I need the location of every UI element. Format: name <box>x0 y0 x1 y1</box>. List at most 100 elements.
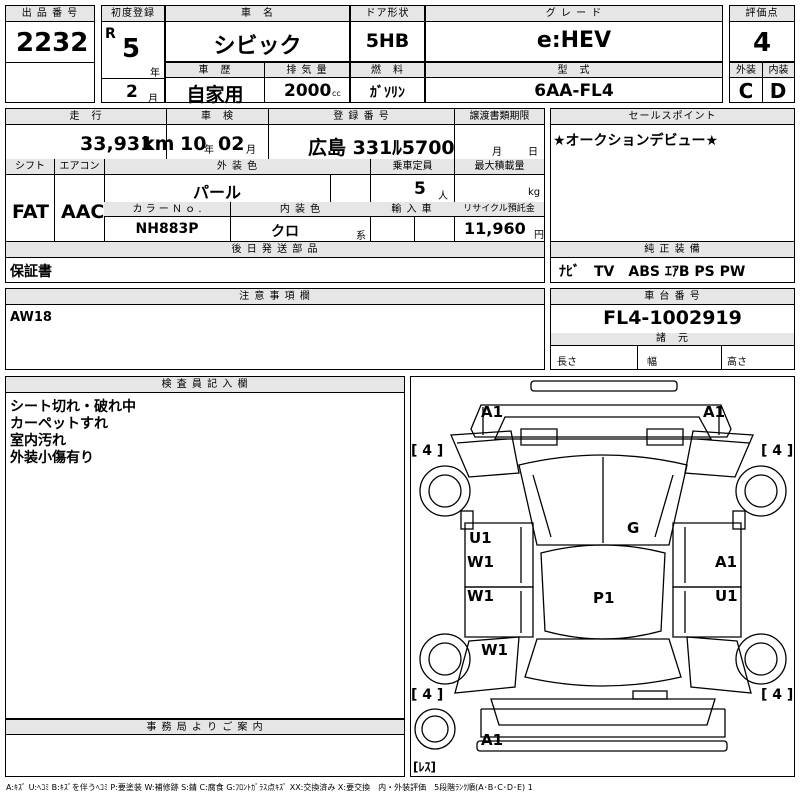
lot-number: 2232 <box>16 28 89 58</box>
fuel-box: 燃 料 ｶﾞｿﾘﾝ <box>350 62 425 103</box>
shift: FAT <box>12 201 49 223</box>
score-label: 評価点 <box>730 6 794 22</box>
notes-text: AW18 <box>10 310 52 325</box>
door-label: ドア形状 <box>351 6 424 22</box>
length-label: 長さ <box>557 357 577 368</box>
ac-label: エアコン <box>54 159 104 175</box>
door-type: 5HB <box>365 30 410 52</box>
first-registration-box: 初度登録 R 5 年 2 月 <box>101 5 165 105</box>
interior-label: 内装 <box>762 63 794 78</box>
mark-glass: G <box>627 519 639 537</box>
car-diagram-box: A1 A1 [ 4 ] [ 4 ] U1 W1 G A1 W1 P1 U1 W1… <box>410 376 795 777</box>
exterior-interior-box: 外装 内装 C D <box>729 62 795 103</box>
cc-unit: cc <box>332 89 341 98</box>
mark-rear: A1 <box>481 731 503 749</box>
transfer-day-unit: 日 <box>528 147 538 158</box>
mileage: 33,931 <box>80 133 154 155</box>
exterior-color: パール <box>192 183 241 202</box>
interior-color: クロ <box>271 224 299 240</box>
lot-number-box: 出 品 番 号 2232 <box>5 5 95 103</box>
air-conditioner: AAC <box>61 201 105 223</box>
inspector-line-4: 外装小傷有り <box>10 450 94 466</box>
interior-grade: D <box>769 79 787 103</box>
plate-number: 広島 331ﾙ5700 <box>308 137 455 159</box>
shift-label: シフト <box>6 159 54 175</box>
score: 4 <box>752 28 772 58</box>
lot-number-label: 出 品 番 号 <box>6 6 94 22</box>
car-name-label: 車 名 <box>166 6 349 22</box>
transfer-month-unit: 月 <box>492 147 502 158</box>
equipment-label: 純 正 装 備 <box>551 242 794 258</box>
notes-box: 注 意 事 項 欄 AW18 <box>5 288 545 370</box>
car-name: シビック <box>213 34 302 59</box>
inspection-year: 10 <box>180 133 207 155</box>
car-name-box: 車 名 シビック <box>165 5 350 62</box>
color-label: 外 装 色 <box>104 159 370 175</box>
mark-front-right: A1 <box>703 403 725 421</box>
width-label: 幅 <box>647 357 657 368</box>
mark-door-r2: U1 <box>715 587 738 605</box>
max-load-unit: kg <box>528 187 541 198</box>
chassis-box: 車 台 番 号 FL4-1002919 諸 元 長さ 幅 高さ <box>550 288 795 370</box>
model: 6AA-FL4 <box>534 81 614 101</box>
sales-point-box: セールスポイント ★オークションデビュー★ <box>550 108 795 242</box>
vehicle-info-box: 走 行 車 検 登 録 番 号 譲渡書類期限 33,931 km 10 年 02… <box>5 108 545 242</box>
fuel: ｶﾞｿﾘﾝ <box>370 85 405 101</box>
mark-door-r1: A1 <box>715 553 737 571</box>
chassis-number: FL4-1002919 <box>603 307 742 329</box>
mark-door-l1: U1 <box>469 529 492 547</box>
history-label: 車 歴 <box>166 63 264 78</box>
mileage-unit: km <box>142 133 175 155</box>
equipment-text: ﾅﾋﾞ TV ABS ｴｱB PS PW <box>559 264 746 280</box>
interior-color-label: 内 装 色 <box>230 202 370 217</box>
grade-label: グ レ ー ド <box>426 6 722 22</box>
recycle-unit: 円 <box>534 230 544 241</box>
mark-roof: P1 <box>593 589 614 607</box>
grade-box: グ レ ー ド e:HEV <box>425 5 723 62</box>
transfer-label: 譲渡書類期限 <box>454 109 544 125</box>
inspector-label: 検 査 員 記 入 欄 <box>6 377 404 393</box>
notes-label: 注 意 事 項 欄 <box>6 289 544 305</box>
mark-tire-rr: [ 4 ] <box>761 687 793 703</box>
inspector-box: 検 査 員 記 入 欄 シート切れ・破れ中 カーペットすれ 室内汚れ 外装小傷有… <box>5 376 405 719</box>
exterior-grade: C <box>738 79 754 103</box>
first-reg-month: 2 <box>126 82 138 102</box>
inspection-year-unit: 年 <box>204 145 214 156</box>
inspection-label: 車 検 <box>166 109 268 125</box>
legend: A:ｷｽﾞ U:ﾍｺﾐ B:ｷｽﾞを伴うﾍｺﾐ P:要塗装 W:補修跡 S:錆 … <box>6 783 533 792</box>
score-box: 評価点 4 <box>729 5 795 62</box>
mark-front-left: A1 <box>481 403 503 421</box>
plate-label: 登 録 番 号 <box>268 109 454 125</box>
history: 自家用 <box>186 84 244 106</box>
capacity: 5 <box>414 179 426 199</box>
color-number: NH883P <box>135 221 199 237</box>
max-load-label: 最大積載量 <box>454 159 544 175</box>
office-box: 事 務 局 よ り ご 案 内 <box>5 719 405 777</box>
inspection-month-unit: 月 <box>246 145 256 156</box>
mark-spare: [ﾚｽ] <box>413 760 436 774</box>
car-diagram: A1 A1 [ 4 ] [ 4 ] U1 W1 G A1 W1 P1 U1 W1… <box>411 380 793 774</box>
exterior-label: 外装 <box>730 63 762 78</box>
model-box: 型 式 6AA-FL4 <box>425 62 723 103</box>
color-no-label: カ ラ ー Ｎ ｏ . <box>104 202 230 217</box>
model-label: 型 式 <box>426 63 722 78</box>
sales-point-label: セールスポイント <box>551 109 794 125</box>
later-parts-label: 後 日 発 送 部 品 <box>6 242 544 258</box>
capacity-label: 乗車定員 <box>370 159 454 175</box>
mark-tire-fr: [ 4 ] <box>761 443 793 459</box>
height-label: 高さ <box>727 357 747 368</box>
later-parts-text: 保証書 <box>10 264 52 280</box>
displacement: 2000 <box>284 81 332 101</box>
history-box: 車 歴 排 気 量 自家用 2000 cc <box>165 62 350 106</box>
inspector-line-3: 室内汚れ <box>10 433 66 449</box>
mark-door-l2: W1 <box>467 553 494 571</box>
import-label: 輸 入 車 <box>370 202 454 217</box>
equipment-box: 純 正 装 備 ﾅﾋﾞ TV ABS ｴｱB PS PW <box>550 242 795 283</box>
fuel-label: 燃 料 <box>351 63 424 78</box>
first-registration-label: 初度登録 <box>102 6 164 22</box>
mark-tire-rl: [ 4 ] <box>411 687 443 703</box>
displacement-label: 排 気 量 <box>264 63 349 78</box>
month-unit: 月 <box>148 94 158 105</box>
chassis-label: 車 台 番 号 <box>551 289 794 305</box>
first-reg-year: 5 <box>122 34 141 64</box>
